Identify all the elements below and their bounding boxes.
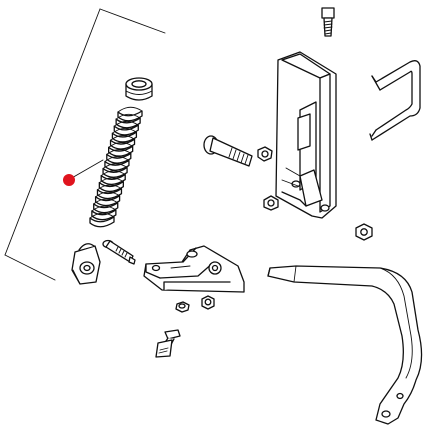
- spring-coil: [109, 138, 136, 150]
- callout-leader-line: [69, 159, 104, 180]
- spring-coil-back: [98, 177, 124, 184]
- coil-spring: [89, 106, 143, 228]
- spring-coil: [102, 166, 128, 178]
- hex-nut: [201, 295, 215, 310]
- spring-coil-back: [113, 120, 139, 127]
- spring-bolt: [102, 239, 136, 265]
- spring-eye-mount: [71, 243, 101, 285]
- spring-coil: [93, 202, 119, 214]
- spring-coil-back: [111, 128, 137, 134]
- tine-arm: [267, 265, 423, 425]
- spring-coil: [104, 159, 130, 171]
- spring-coil-back: [102, 163, 128, 169]
- spring-coil: [94, 195, 121, 207]
- spring-coil: [111, 131, 138, 143]
- spring-coil: [106, 152, 132, 164]
- spring-coil-back: [110, 135, 135, 141]
- spring-coil-back: [100, 170, 126, 177]
- spring-coil: [117, 110, 143, 122]
- spring-coil-back: [108, 142, 134, 148]
- spring-group-outline: [4, 8, 166, 281]
- carriage-bolt: [203, 135, 253, 167]
- hinge-plate: [143, 245, 245, 293]
- hex-nut-center: [257, 146, 273, 162]
- spring-cap: [125, 77, 153, 101]
- spring-coil-back: [93, 198, 119, 205]
- spring-coil-back: [115, 113, 141, 120]
- small-nut: [175, 301, 190, 313]
- spring-coil-back: [104, 156, 130, 162]
- spring-coil-back: [97, 184, 122, 191]
- hex-nut-lower: [263, 195, 279, 211]
- spring-coil-back: [95, 191, 121, 198]
- spring-coil: [89, 216, 115, 228]
- small-bolt: [155, 329, 181, 358]
- callout-marker[interactable]: [63, 174, 75, 186]
- spring-coil: [108, 145, 134, 157]
- spring-coil-back: [89, 212, 115, 219]
- spring-coil: [96, 188, 123, 200]
- spring-coil-back: [91, 205, 117, 212]
- top-bolt: [321, 7, 335, 37]
- spring-coil-back: [106, 149, 132, 155]
- flat-nut: [355, 223, 373, 241]
- spring-coil: [91, 209, 117, 221]
- u-bolt: [369, 60, 421, 141]
- mounting-bracket: [275, 51, 337, 219]
- spring-coil: [115, 117, 141, 129]
- spring-coil: [100, 173, 126, 185]
- spring-coil-back: [117, 106, 143, 113]
- spring-coil: [113, 124, 139, 136]
- spring-coil: [98, 181, 124, 193]
